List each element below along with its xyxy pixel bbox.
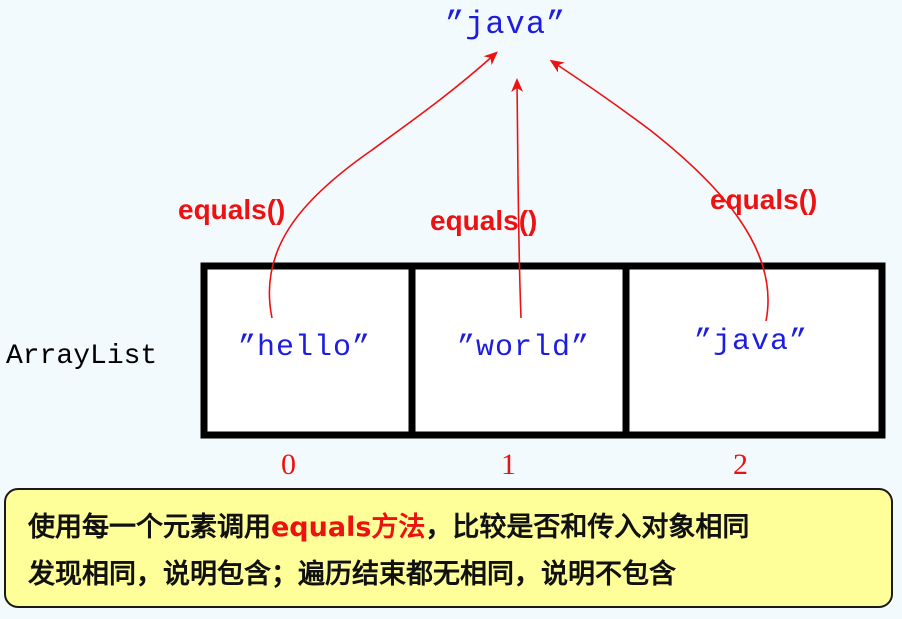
note-line-1: 使用每一个元素调用equals方法，比较是否和传入对象相同 [28,504,869,551]
arraylist-label: ArrayList [6,341,158,372]
array-cell-1 [408,262,630,439]
array-cell-0 [200,262,416,439]
equals-label-1: equals() [430,205,538,236]
note-line-1-prefix: 使用每一个元素调用 [28,512,271,543]
note-highlight: equals方法 [271,512,426,543]
cell-value-2: ”java” [694,325,809,359]
equals-arrow-2 [549,59,769,322]
explanation-note: 使用每一个元素调用equals方法，比较是否和传入对象相同 发现相同，说明包含；… [4,488,893,608]
index-label-1: 1 [501,448,516,481]
equals-label-2: equals() [710,184,818,215]
index-label-0: 0 [281,448,296,481]
note-line-1-suffix: ，比较是否和传入对象相同 [425,512,750,543]
note-line-2: 发现相同，说明包含；遍历结束都无相同，说明不包含 [28,559,676,590]
cell-value-1: ”world” [457,331,591,365]
index-label-2: 2 [733,448,748,481]
array-cell-2 [622,262,886,439]
equals-arrow-0 [268,51,498,319]
equals-label-0: equals() [178,194,286,225]
target-string: ”java” [445,6,567,43]
cell-value-0: ”hello” [238,331,372,365]
equals-arrow-1 [511,78,524,319]
